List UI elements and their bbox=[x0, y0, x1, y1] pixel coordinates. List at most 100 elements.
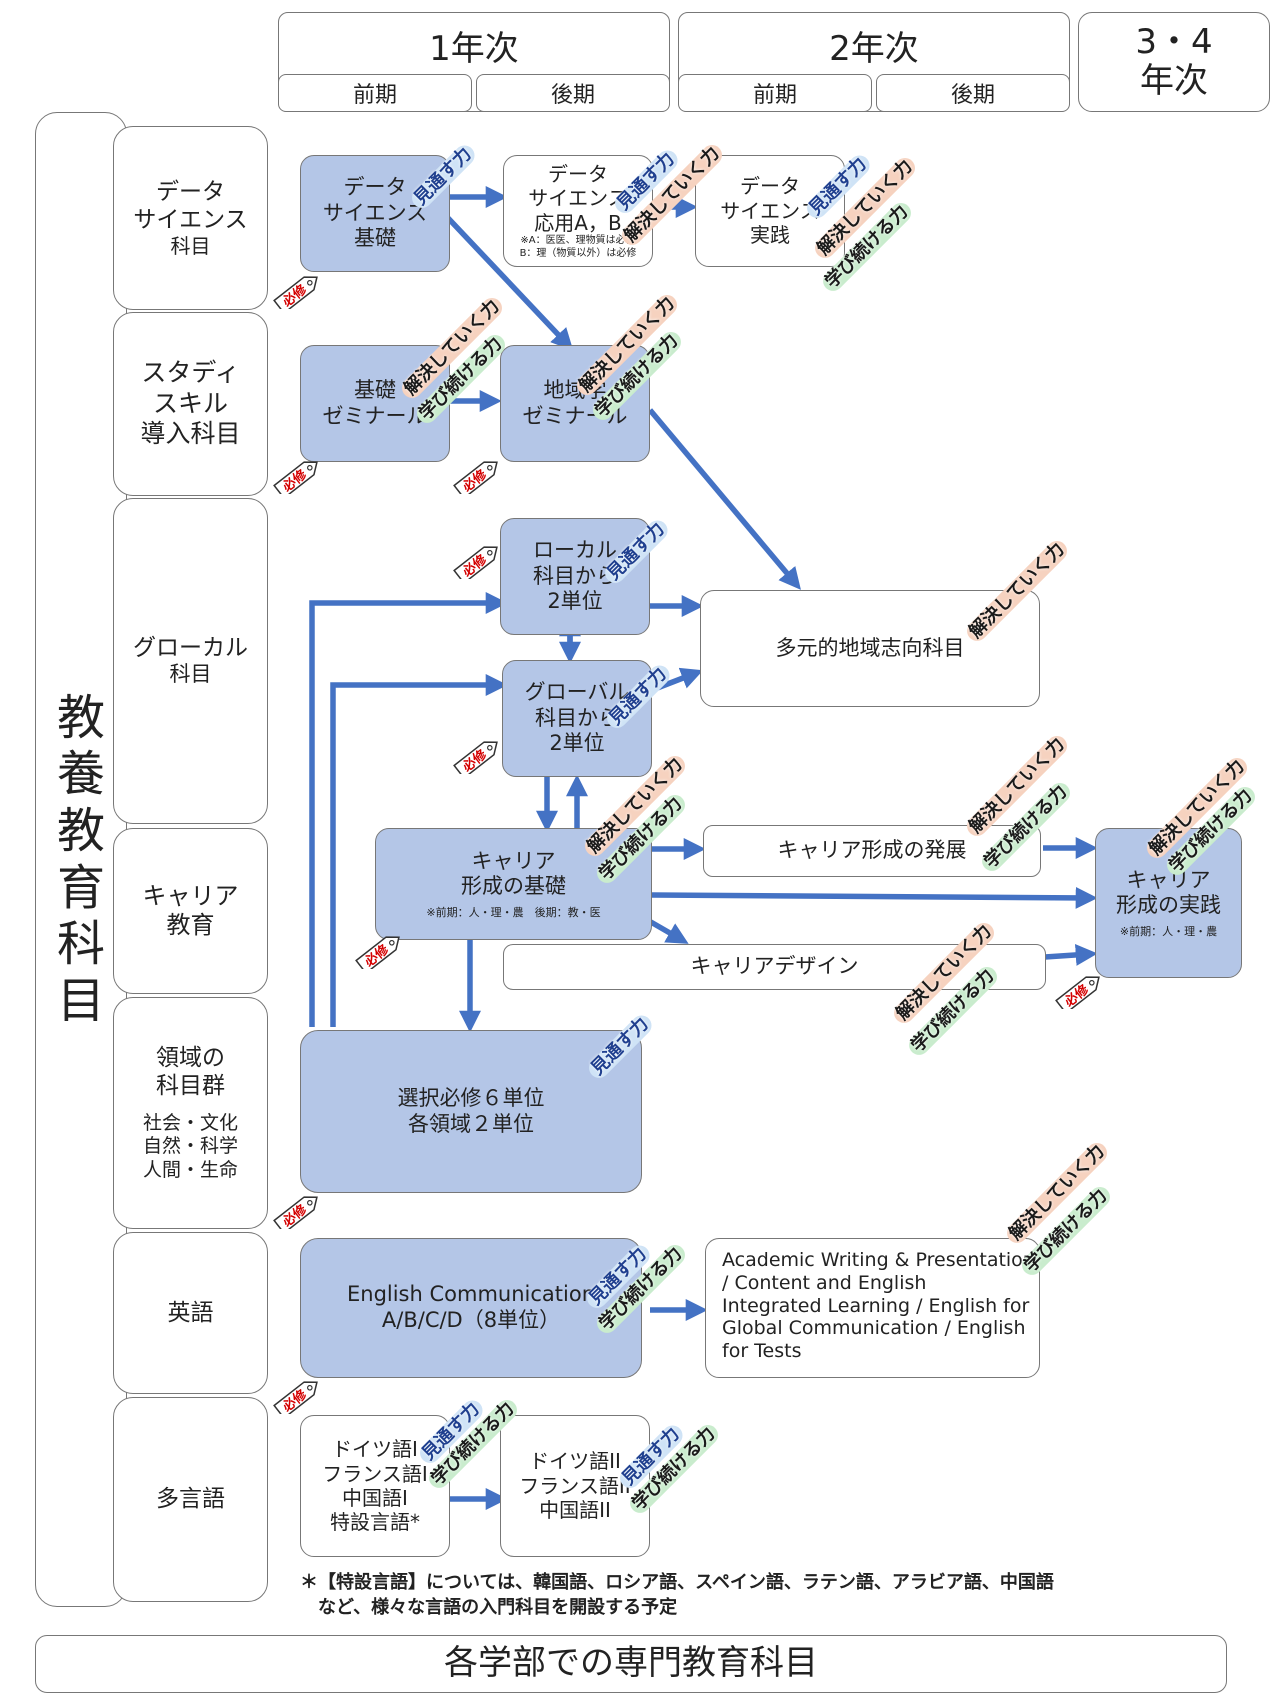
course-label: キャリア bbox=[471, 848, 556, 873]
footnote-line: など、様々な言語の入門科目を開設する予定 bbox=[300, 1597, 678, 1619]
category-label: 教育 bbox=[166, 911, 215, 939]
course-label: 中国語I bbox=[342, 1486, 408, 1510]
course-label: 選択必修６単位 bbox=[397, 1085, 545, 1110]
domain-sub-label: 社会・文化 bbox=[142, 1112, 238, 1135]
category-domain: 領域の 科目群 社会・文化 自然・科学 人間・生命 bbox=[113, 997, 268, 1229]
course-label: データ bbox=[343, 175, 407, 200]
year1-second-term: 後期 bbox=[476, 74, 670, 112]
arrow-design-to-practice bbox=[1044, 943, 1098, 966]
course-note: ※前期：人・理・農 後期：教・医 bbox=[426, 905, 601, 919]
required-tag: 必修 bbox=[453, 741, 498, 774]
arrow-local-to-elective bbox=[309, 592, 508, 1027]
course-label: ローカル bbox=[533, 538, 617, 563]
arrow-career-to-practice bbox=[651, 886, 1098, 909]
category-career: キャリア 教育 bbox=[113, 828, 268, 994]
course-label: 各領域２単位 bbox=[408, 1111, 534, 1136]
course-label: Global Communication / English bbox=[722, 1317, 1026, 1340]
course-language-1: ドイツ語I フランス語I 中国語I 特設言語* bbox=[300, 1415, 450, 1557]
required-tag: 必修 bbox=[273, 461, 318, 494]
course-academic-writing: Academic Writing & Presentation / Conten… bbox=[705, 1238, 1040, 1378]
course-label: 形成の基礎 bbox=[461, 874, 566, 899]
course-label: フランス語II bbox=[519, 1473, 631, 1498]
category-data-science: データ サイエンス 科目 bbox=[113, 126, 268, 310]
course-ds-basic: データ サイエンス 基礎 bbox=[300, 155, 450, 272]
course-label: 科目から bbox=[535, 705, 619, 730]
category-label: データ bbox=[156, 178, 225, 205]
title-char: 教 bbox=[56, 802, 105, 859]
title-char: 育 bbox=[56, 859, 105, 916]
year2-second-term: 後期 bbox=[876, 74, 1070, 112]
category-label: サイエンス bbox=[133, 206, 248, 233]
required-tag: 必修 bbox=[273, 1196, 318, 1229]
required-tag: 必修 bbox=[1055, 976, 1100, 1009]
title-char: 目 bbox=[56, 972, 105, 1029]
course-label: サイエンス bbox=[720, 198, 820, 223]
category-label: グローカル bbox=[133, 635, 248, 662]
arrow-regional-to-multi bbox=[647, 408, 801, 590]
course-label: 形成の実践 bbox=[1116, 893, 1221, 918]
domain-sub-label: 自然・科学 bbox=[142, 1135, 238, 1158]
course-label: 応用A，B bbox=[534, 210, 622, 235]
category-english: 英語 bbox=[113, 1232, 268, 1394]
category-label: 科目群 bbox=[156, 1073, 225, 1100]
year1-first-term: 前期 bbox=[278, 74, 472, 112]
course-label: A/B/C/D（8単位） bbox=[381, 1308, 561, 1332]
liberal-arts-title: 教 養 教 育 科 目 bbox=[35, 112, 127, 1607]
category-label: スタディ bbox=[141, 358, 240, 388]
course-label: ゼミナール bbox=[322, 403, 428, 428]
course-label: グローバル bbox=[524, 680, 630, 705]
required-tag: 必修 bbox=[355, 936, 400, 969]
year34-line2: 年次 bbox=[1140, 61, 1208, 101]
course-label: ドイツ語II bbox=[529, 1449, 621, 1474]
course-note: ※A：医医、理物質は必修 bbox=[520, 235, 636, 247]
course-label: ドイツ語I bbox=[332, 1437, 418, 1462]
required-tag: 必修 bbox=[273, 1381, 318, 1414]
footnote: ＊【特設言語】については、韓国語、ロシア語、スペイン語、ラテン語、アラビア語、中… bbox=[300, 1570, 1260, 1620]
title-char: 科 bbox=[56, 916, 105, 973]
course-label: フランス語I bbox=[322, 1461, 428, 1486]
course-english-communication: English Communication A/B/C/D（8単位） bbox=[300, 1238, 642, 1378]
course-label: Integrated Learning / English for bbox=[722, 1294, 1030, 1317]
course-label: 基礎 bbox=[354, 377, 396, 402]
course-career-practice: キャリア 形成の実践 ※前期：人・理・農 bbox=[1095, 828, 1242, 978]
course-label: 中国語II bbox=[539, 1498, 611, 1523]
course-regional-seminar: 地域学 ゼミナール bbox=[500, 345, 650, 462]
course-label: 特設言語* bbox=[330, 1510, 420, 1535]
course-multi-regional: 多元的地域志向科目 bbox=[700, 590, 1040, 707]
course-label: 基礎 bbox=[354, 226, 396, 251]
year34-line1: 3・4 bbox=[1135, 21, 1213, 62]
required-tag: 必修 bbox=[453, 461, 498, 494]
course-label: 2単位 bbox=[549, 731, 605, 756]
title-char: 養 bbox=[56, 746, 105, 803]
arrow-ds-basic-to-regional-seminar bbox=[446, 216, 574, 351]
category-label: スキル bbox=[152, 388, 228, 418]
category-label: キャリア bbox=[142, 881, 239, 910]
year2-label: 2年次 bbox=[829, 29, 919, 70]
required-tag: 必修 bbox=[273, 276, 318, 309]
liberal-arts-frame bbox=[35, 112, 127, 1607]
course-label: サイエンス bbox=[528, 186, 628, 211]
course-label: for Tests bbox=[722, 1340, 802, 1363]
course-note: B：理（物質以外）は必修 bbox=[519, 247, 637, 259]
footer-specialized-courses: 各学部での専門教育科目 bbox=[35, 1635, 1227, 1693]
footnote-line: ＊【特設言語】については、韓国語、ロシア語、スペイン語、ラテン語、アラビア語、中… bbox=[300, 1572, 1054, 1593]
course-label: English Communication bbox=[346, 1282, 596, 1307]
arrow-global-to-elective bbox=[330, 674, 508, 1027]
year2-first-term: 前期 bbox=[678, 74, 872, 112]
year34-header: 3・4 年次 bbox=[1078, 12, 1270, 112]
course-note: ※前期：人・理・農 bbox=[1119, 924, 1218, 938]
course-elective: 選択必修６単位 各領域２単位 bbox=[300, 1030, 642, 1193]
course-label: 実践 bbox=[750, 223, 790, 248]
category-label: 科目 bbox=[169, 662, 212, 687]
course-label: データ bbox=[740, 174, 800, 199]
course-career-basic: キャリア 形成の基礎 ※前期：人・理・農 後期：教・医 bbox=[375, 828, 652, 940]
title-char: 教 bbox=[56, 689, 105, 746]
course-label: サイエンス bbox=[322, 200, 428, 225]
course-label: Academic Writing & Presentation bbox=[722, 1249, 1035, 1271]
domain-sub-label: 人間・生命 bbox=[142, 1158, 238, 1181]
category-study-skill: スタディ スキル 導入科目 bbox=[113, 312, 268, 496]
category-label: 導入科目 bbox=[140, 419, 241, 449]
category-label: 領域の bbox=[156, 1045, 225, 1072]
